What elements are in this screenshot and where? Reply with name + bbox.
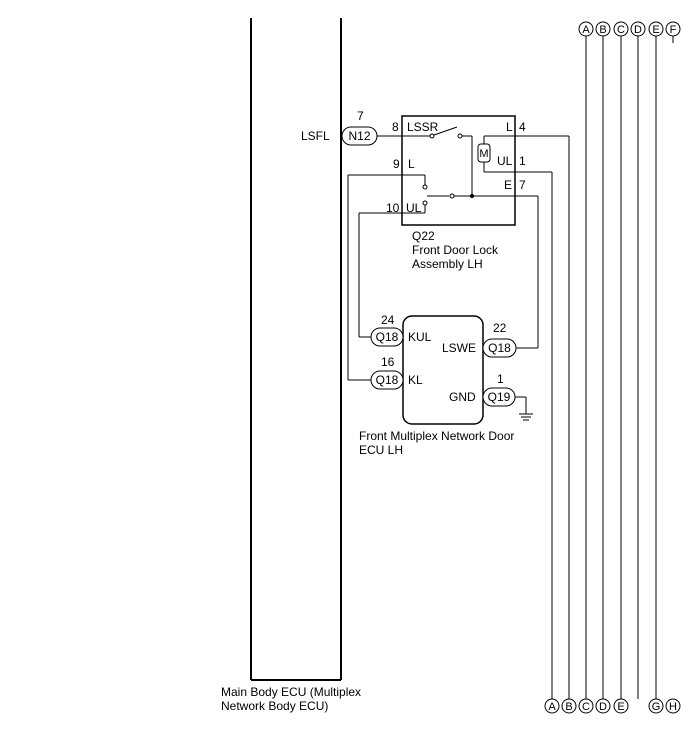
top-bus-marker-e [648,21,664,37]
switch-l-contact [422,184,428,190]
bottom-bus-marker-label-h: H [669,701,677,713]
n12-pin-number: 7 [357,109,364,123]
gnd-pin-number: 1 [497,372,504,386]
switch-lssr-contact-a [429,133,435,139]
bottom-bus-marker-label-c: C [582,701,590,713]
q22-pin-l-left: L [408,157,415,171]
switch-lssr-blade [433,126,458,136]
n12-connector-label: N12 [348,129,370,143]
top-bus-marker-label-b: B [599,24,606,36]
q22-pin-8: 8 [392,120,399,134]
kl-pin-number: 16 [381,355,395,369]
q22-pin-4: 4 [519,120,526,134]
kul-pin-number: 24 [381,313,395,327]
bottom-bus-marker-e [613,698,629,714]
top-bus-marker-c [613,21,629,37]
q22-pin-7: 7 [519,178,526,192]
switch-ul-contact [422,200,428,206]
q19-gnd-label: Q19 [488,390,511,404]
switch-lssr-contact-b [457,133,463,139]
door-lock-code: Q22 [412,229,435,243]
main-ecu-name-line2: Network Body ECU) [221,699,328,713]
bottom-bus-marker-label-e: E [617,701,624,713]
q22-pin-9: 9 [393,157,400,171]
q22-pin-ul-right: UL [497,154,513,168]
top-bus-marker-a [578,21,594,37]
kul-terminal-name: KUL [408,330,432,344]
door-lock-assembly-box [401,115,516,226]
kl-terminal-name: KL [408,373,423,387]
bottom-bus-marker-h [665,698,681,714]
q22-pin-l-right: L [506,120,513,134]
motor-label: M [479,148,488,160]
q22-pin-1: 1 [519,154,526,168]
q18-lswe-connector [482,338,517,358]
ground-icon [519,413,533,421]
bottom-bus-marker-d [595,698,611,714]
main-ecu-terminal-lsfl: LSFL [301,129,330,143]
door-lock-name-line1: Front Door Lock [412,243,499,257]
q22-pin-e: E [504,178,512,192]
top-bus-marker-label-f: F [670,24,677,36]
door-ecu-name-line2: ECU LH [359,443,403,457]
bottom-bus-marker-c [578,698,594,714]
q18-kl-connector [370,370,404,390]
lswe-terminal-name: LSWE [442,341,476,355]
q18-lswe-label: Q18 [488,341,511,355]
q22-pin-ul-left: UL [406,201,422,215]
q22-pin-lssr: LSSR [407,120,439,134]
bottom-bus-marker-g [648,698,664,714]
top-bus-marker-label-c: C [617,24,625,36]
door-lock-name-line2: Assembly LH [412,257,483,271]
top-bus-marker-f [665,21,681,37]
switch-common-contact [449,193,455,199]
lswe-pin-number: 22 [493,321,507,335]
top-bus-marker-d [630,21,646,37]
bottom-bus-marker-label-g: G [652,701,661,713]
top-bus-marker-b [595,21,611,37]
q18-kl-label: Q18 [376,373,399,387]
door-ecu-name-line1: Front Multiplex Network Door [359,429,514,443]
bottom-bus-marker-label-d: D [599,701,607,713]
door-ecu-box [402,315,484,425]
q22-pin-10: 10 [386,201,400,215]
q18-kul-connector [370,327,404,347]
bottom-bus-marker-label-a: A [548,701,556,713]
top-bus-marker-label-a: A [582,24,590,36]
bottom-bus-marker-b [561,698,577,714]
bottom-bus-marker-a [544,698,560,714]
top-bus-marker-label-e: E [652,24,659,36]
top-bus-marker-label-d: D [634,24,642,36]
bottom-bus-marker-label-b: B [565,701,572,713]
gnd-terminal-name: GND [449,390,476,404]
main-ecu-name-line1: Main Body ECU (Multiplex [221,685,361,699]
q18-kul-label: Q18 [376,330,399,344]
